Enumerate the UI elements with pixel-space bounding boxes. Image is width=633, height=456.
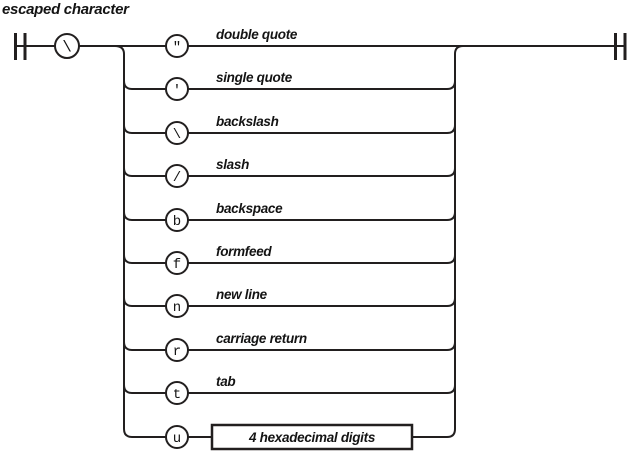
branch-formfeed: f formfeed (165, 244, 273, 275)
nonterminal-box (210, 423, 414, 451)
branch-label: backspace (216, 201, 283, 216)
terminal-glyph: " (173, 40, 181, 56)
terminal-node (165, 34, 189, 58)
terminal-glyph: t (173, 387, 181, 403)
branch-tab: t tab (165, 374, 236, 405)
terminal-node (165, 338, 189, 362)
terminal-glyph: f (173, 257, 181, 273)
branch-label: double quote (216, 27, 298, 42)
terminal-node (165, 121, 189, 145)
terminal-node (165, 294, 189, 318)
branch-label: new line (216, 287, 268, 302)
terminal-glyph: \ (173, 127, 181, 143)
branch-label: carriage return (216, 331, 307, 346)
branch-unicode: u 4 hexadecimal digits (165, 423, 414, 451)
branch-single-quote: ' single quote (165, 70, 293, 101)
terminal-glyph: \ (62, 39, 72, 57)
terminal-glyph: u (173, 431, 181, 447)
terminal-glyph: b (173, 214, 181, 230)
branch-backspace: b backspace (165, 201, 283, 232)
branch-label: formfeed (216, 244, 272, 259)
terminal-glyph: ' (173, 83, 181, 99)
terminal-node (165, 164, 189, 188)
diagram-title: escaped character (2, 1, 130, 18)
terminal-node (165, 251, 189, 275)
terminal-glyph: r (173, 344, 181, 360)
rail-lines (15, 45, 625, 438)
branch-carriage-return: r carriage return (165, 331, 307, 362)
branch-label: backslash (216, 114, 279, 129)
branch-new-line: n new line (165, 287, 268, 318)
terminal-glyph: / (173, 170, 181, 186)
branch-label: single quote (216, 70, 293, 85)
branch-label: slash (216, 157, 249, 172)
terminal-glyph: n (173, 300, 181, 316)
branch-escape-lead: \ (54, 33, 80, 59)
terminal-node (54, 33, 80, 59)
branch-label: tab (216, 374, 235, 389)
terminal-node (165, 425, 189, 449)
branch-backslash: \ backslash (165, 114, 279, 145)
branch-double-quote: " double quote (165, 27, 298, 58)
nonterminal-label: 4 hexadecimal digits (248, 430, 376, 445)
terminal-node (165, 208, 189, 232)
terminal-node (165, 381, 189, 405)
branch-slash: / slash (165, 157, 249, 188)
terminal-node (165, 77, 189, 101)
